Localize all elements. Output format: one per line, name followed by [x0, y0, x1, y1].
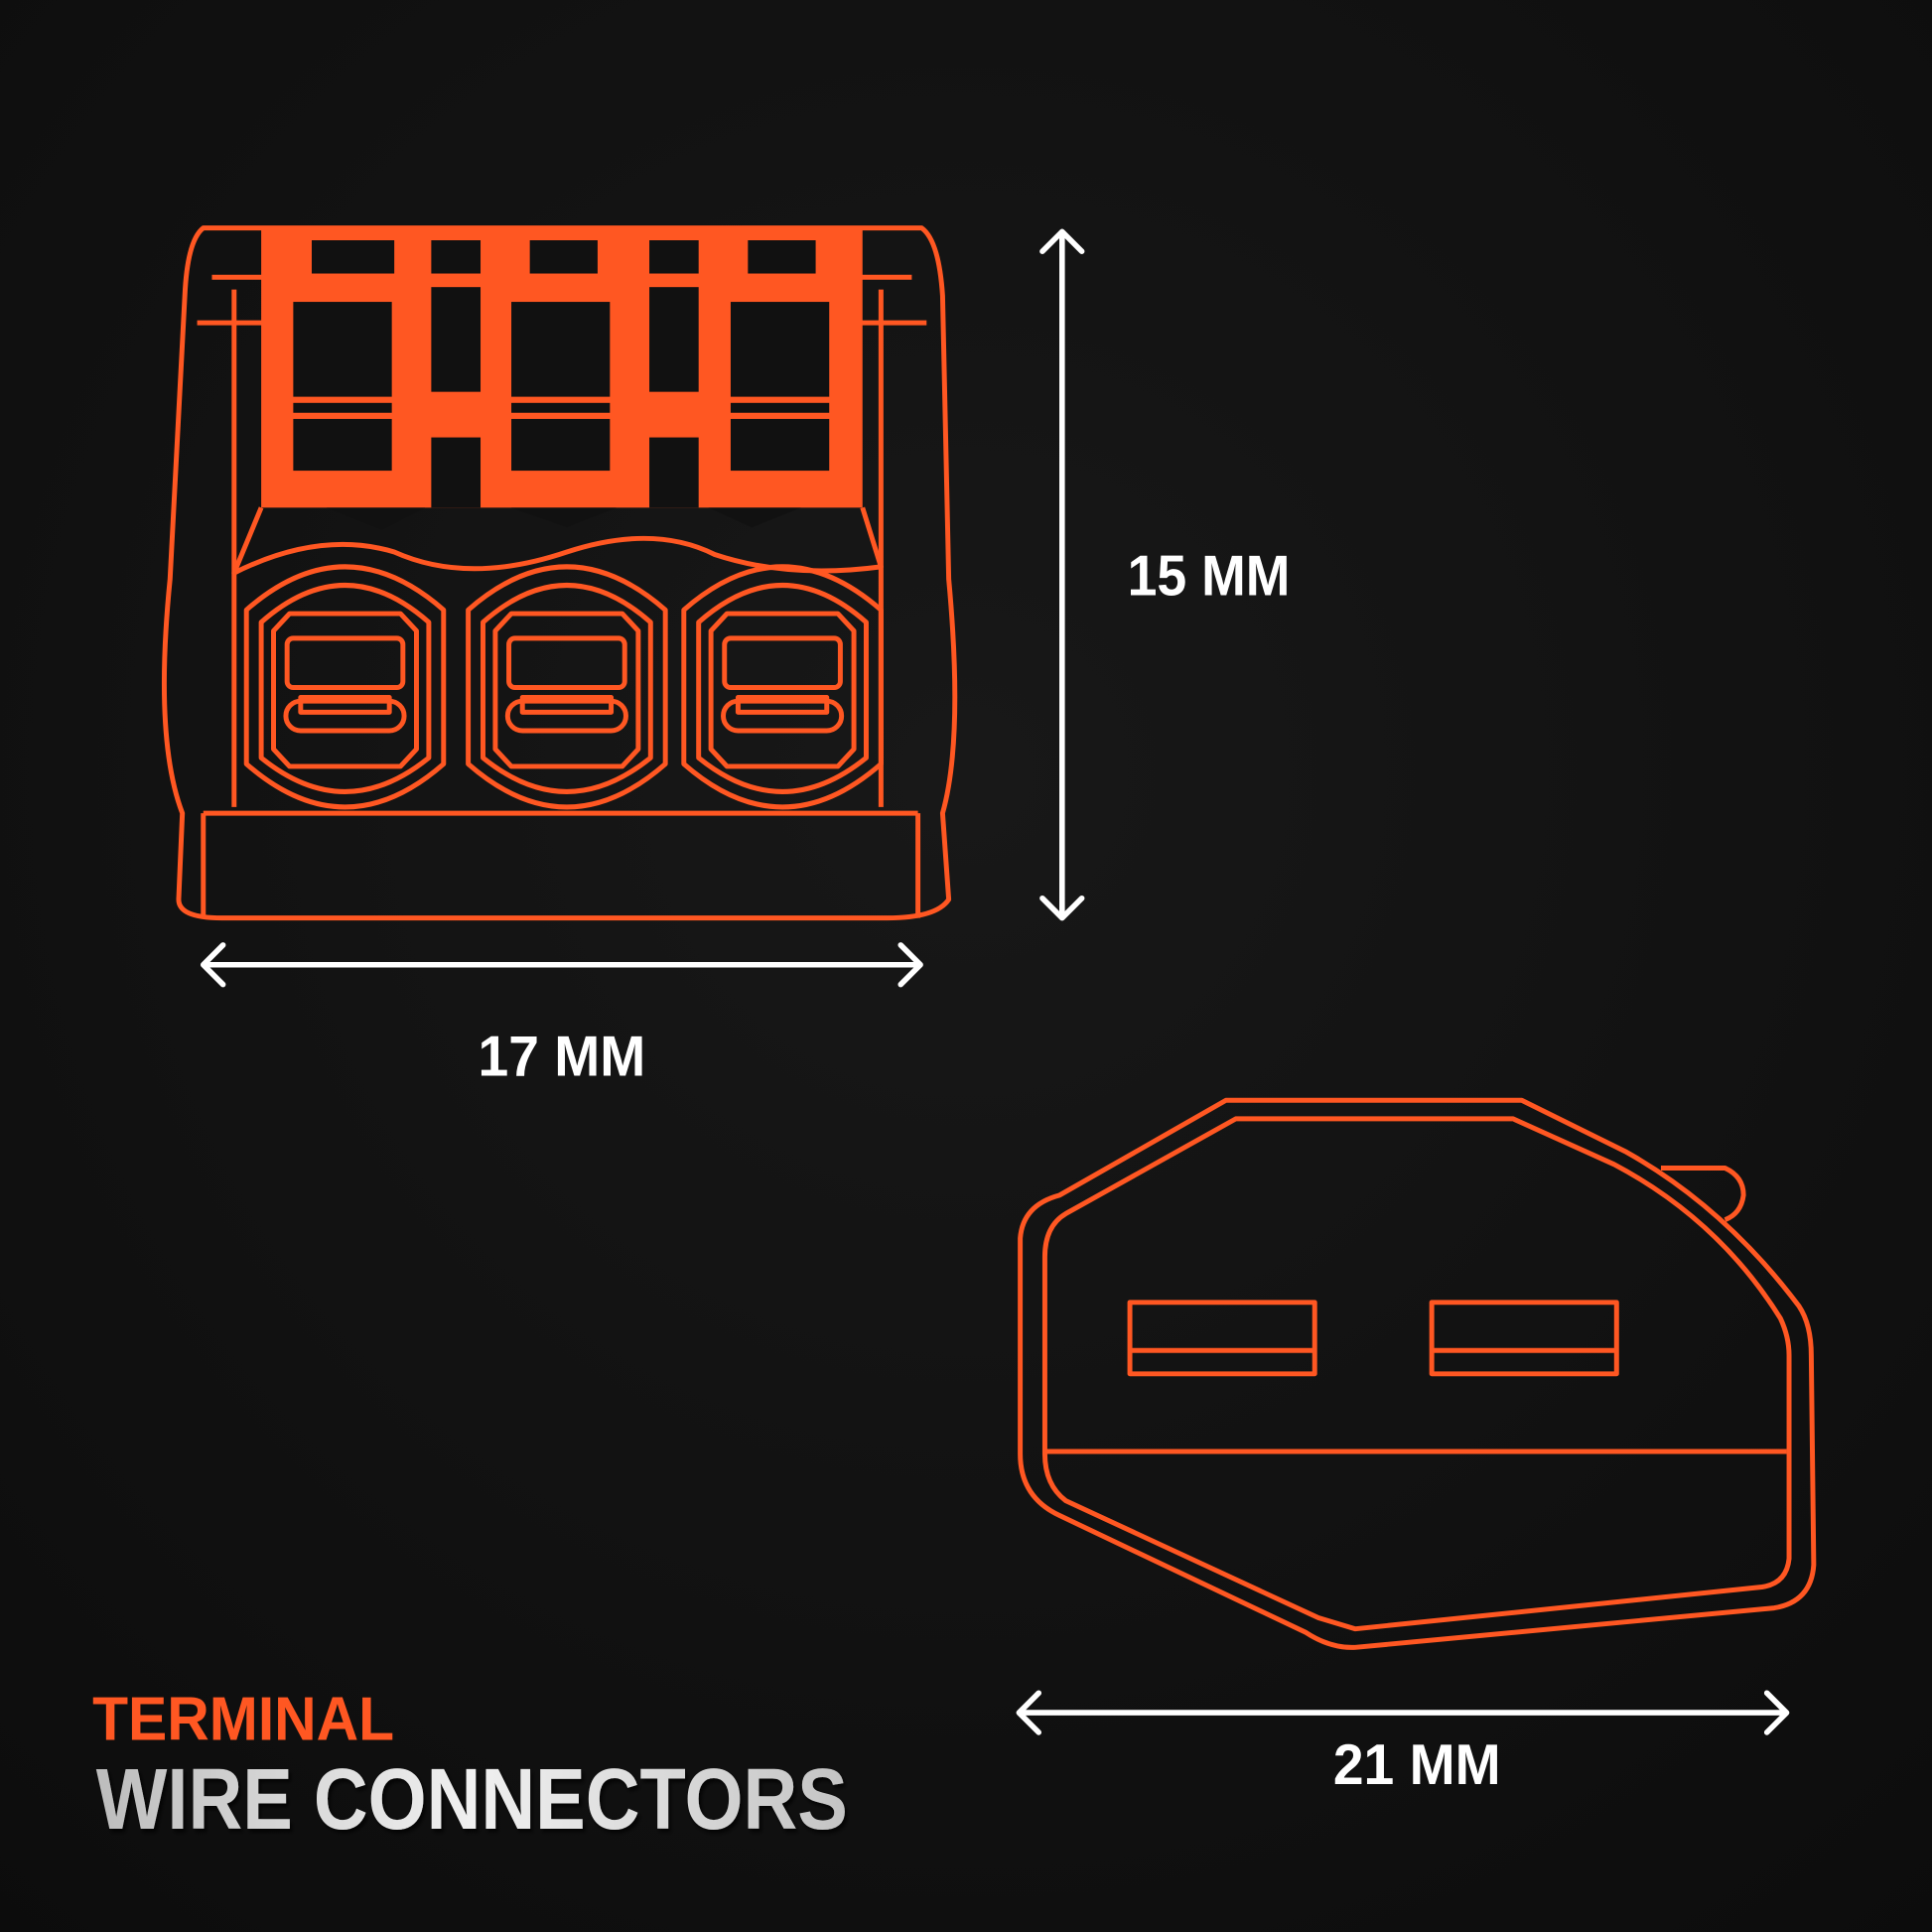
title-line1: TERMINAL	[92, 1685, 394, 1753]
height-dimension-arrow	[1039, 228, 1085, 921]
side-view-connector	[1018, 1097, 1817, 1650]
front-view-connector	[161, 225, 958, 921]
height-label: 15 MM	[1128, 544, 1291, 608]
title-line2: WIRE CONNECTORS	[96, 1751, 848, 1848]
width-dimension-arrow	[200, 942, 923, 988]
length-label: 21 MM	[1333, 1733, 1501, 1797]
length-dimension-arrow	[1016, 1690, 1790, 1735]
width-label: 17 MM	[479, 1025, 646, 1088]
wire-sockets	[243, 564, 884, 810]
